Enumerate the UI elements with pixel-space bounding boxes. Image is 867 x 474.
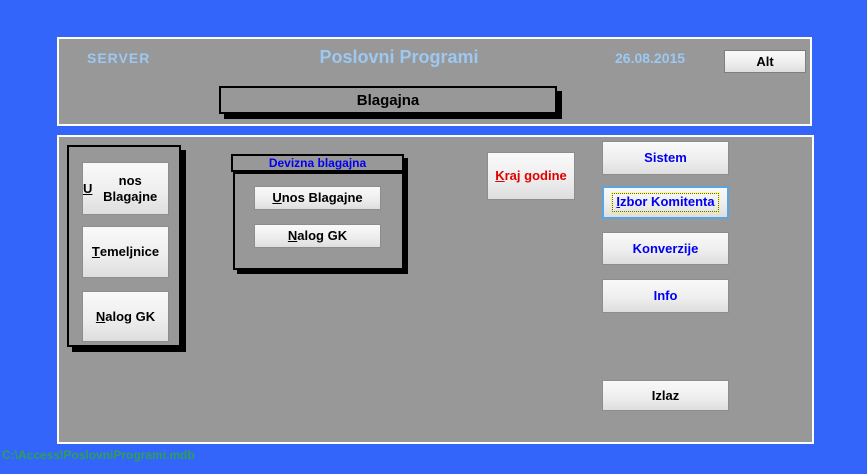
server-label: SERVER [87,50,151,66]
konverzije-button[interactable]: Konverzije [602,232,729,265]
alt-button[interactable]: Alt [724,50,806,73]
info-button[interactable]: Info [602,279,729,313]
izlaz-button[interactable]: Izlaz [602,380,729,411]
izbor-komitenta-button[interactable]: Izbor Komitenta [602,186,729,219]
module-title-bar: Blagajna [219,86,557,114]
devizna-group-title: Devizna blagajna [231,154,404,172]
date-label: 26.08.2015 [615,50,686,66]
sistem-button[interactable]: Sistem [602,141,729,175]
header-panel: SERVER Poslovni Programi 26.08.2015 Alt … [57,37,812,126]
focus-rect: Izbor Komitenta [612,193,719,212]
app-title: Poslovni Programi [319,47,479,67]
database-path-label: C:\Access\PoslovniProgrami.mdb [2,448,195,462]
